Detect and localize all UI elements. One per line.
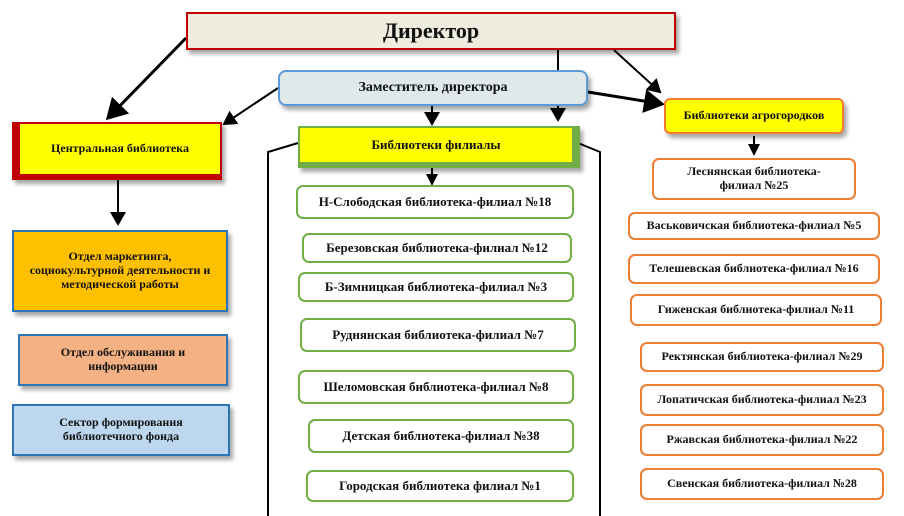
- agro-library-item: Телешевская библиотека-филиал №16: [628, 254, 880, 284]
- branch-library-name: Руднянская библиотека-филиал №7: [332, 326, 544, 342]
- arrow-deputy-agro: [587, 89, 665, 113]
- arrow-deputy-central: [222, 87, 279, 126]
- deputy-label: Заместитель директора: [358, 79, 508, 95]
- branch-library-name: Н-Слободская библиотека-филиал №18: [318, 193, 552, 209]
- agro-libraries-label: Библиотеки агрогородков: [683, 108, 825, 123]
- director-box: Директор: [186, 12, 676, 50]
- branch-library-name: Березовская библиотека-филиал №12: [326, 239, 548, 255]
- director-label: Директор: [382, 18, 480, 44]
- deputy-box: Заместитель директора: [278, 70, 588, 106]
- department-label: Отдел маркетинга, социокультурной деятел…: [29, 249, 211, 291]
- central-library-box: Центральная библиотека: [12, 122, 222, 180]
- arrow-director-central: [105, 36, 188, 121]
- agro-library-name: Васьковичская библиотека-филиал №5: [646, 218, 862, 233]
- branch-libraries-box: Библиотеки филиалы: [298, 126, 580, 168]
- bracket-left: [267, 142, 299, 516]
- branch-library-item: Детская библиотека-филиал №38: [308, 419, 574, 453]
- branch-library-name: Городская библиотека филиал №1: [339, 477, 541, 493]
- agro-library-name: Гиженская библиотека-филиал №11: [657, 302, 855, 317]
- agro-library-name: Лопатичская библиотека-филиал №23: [657, 392, 867, 407]
- arrow-director-agro: [613, 49, 662, 94]
- branch-library-item: Городская библиотека филиал №1: [306, 470, 574, 502]
- department-box: Отдел маркетинга, социокультурной деятел…: [12, 230, 228, 312]
- agro-library-name: Свенская библиотека-филиал №28: [667, 476, 857, 491]
- branch-library-item: Березовская библиотека-филиал №12: [302, 233, 572, 263]
- branch-library-item: Шеломовская библиотека-филиал №8: [298, 370, 574, 404]
- branch-library-name: Шеломовская библиотека-филиал №8: [323, 378, 549, 394]
- branch-libraries-label: Библиотеки филиалы: [371, 136, 501, 152]
- department-box: Сектор формирования библиотечного фонда: [12, 404, 230, 456]
- agro-library-name: Леснянская библиотека-филиал №25: [687, 164, 821, 192]
- department-label: Сектор формирования библиотечного фонда: [59, 415, 183, 443]
- agro-library-name: Ректянская библиотека-филиал №29: [661, 349, 863, 364]
- branch-library-item: Н-Слободская библиотека-филиал №18: [296, 185, 574, 219]
- branch-library-name: Детская библиотека-филиал №38: [342, 427, 540, 443]
- agro-library-item: Ректянская библиотека-филиал №29: [640, 342, 884, 372]
- central-library-label: Центральная библиотека: [51, 141, 189, 156]
- branch-library-item: Б-Зимницкая библиотека-филиал №3: [298, 272, 574, 302]
- department-label: Отдел обслуживания и информации: [60, 345, 186, 373]
- agro-library-name: Телешевская библиотека-филиал №16: [649, 261, 859, 276]
- agro-library-item: Лопатичская библиотека-филиал №23: [640, 384, 884, 416]
- agro-library-item: Васьковичская библиотека-филиал №5: [628, 212, 880, 240]
- bracket-right: [577, 142, 601, 516]
- department-box: Отдел обслуживания и информации: [18, 334, 228, 386]
- branch-library-item: Руднянская библиотека-филиал №7: [300, 318, 576, 352]
- agro-library-item: Свенская библиотека-филиал №28: [640, 468, 884, 500]
- branch-library-name: Б-Зимницкая библиотека-филиал №3: [324, 278, 548, 294]
- agro-libraries-box: Библиотеки агрогородков: [664, 98, 844, 134]
- agro-library-name: Ржавская библиотека-филиал №22: [666, 432, 858, 447]
- agro-library-item: Леснянская библиотека-филиал №25: [652, 158, 856, 200]
- agro-library-item: Гиженская библиотека-филиал №11: [630, 294, 882, 326]
- agro-library-item: Ржавская библиотека-филиал №22: [640, 424, 884, 456]
